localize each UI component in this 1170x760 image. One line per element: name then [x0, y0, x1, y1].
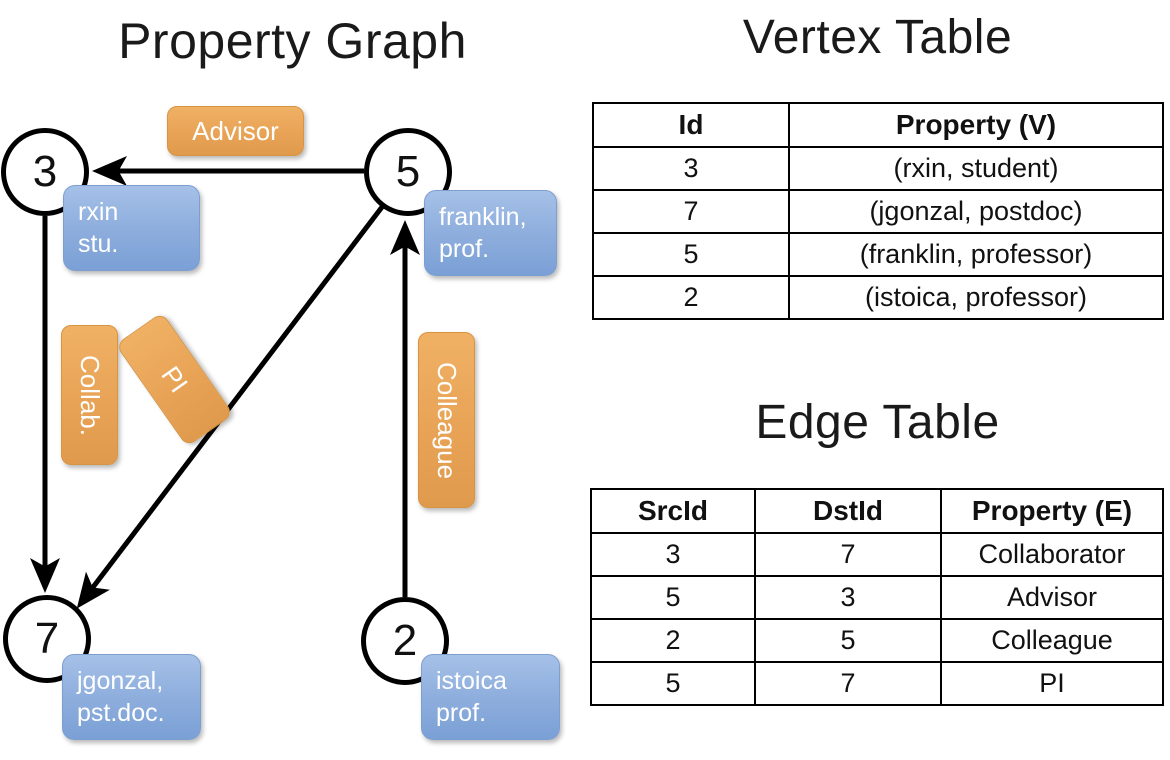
- table-row[interactable]: 7 (jgonzal, postdoc): [592, 189, 1164, 234]
- table-row[interactable]: 5 (franklin, professor): [592, 232, 1164, 277]
- edge-label-pi-text: PI: [155, 360, 195, 398]
- page-title-property-graph: Property Graph: [118, 13, 467, 69]
- edge-label-colleague-text: Colleague: [432, 361, 462, 479]
- edge-table-header-srcid: SrcId: [590, 488, 756, 534]
- edge-cell-dst: 7: [754, 661, 942, 706]
- table-row[interactable]: 5 7 PI: [590, 661, 1164, 706]
- vertex-property-box-franklin[interactable]: franklin, prof.: [424, 190, 557, 276]
- vertex-table-header-property: Property (V): [788, 102, 1164, 148]
- edge-cell-property: Colleague: [940, 618, 1164, 663]
- edge-cell-src: 2: [590, 618, 756, 663]
- table-row[interactable]: 2 5 Colleague: [590, 618, 1164, 663]
- graph-node-3-label: 3: [32, 147, 58, 196]
- vertex-property-line-1: istoica: [436, 667, 507, 695]
- edge-cell-property: Collaborator: [940, 532, 1164, 577]
- edge-table: SrcId DstId Property (E) 3 7 Collaborato…: [590, 488, 1164, 706]
- edge-cell-src: 5: [590, 575, 756, 620]
- edge-label-advisor-text: Advisor: [192, 115, 279, 146]
- vertex-table-header-row: Id Property (V): [592, 102, 1164, 148]
- edge-label-colleague[interactable]: Colleague: [418, 332, 475, 508]
- vertex-cell-property: (jgonzal, postdoc): [788, 189, 1164, 234]
- table-row[interactable]: 2 (istoica, professor): [592, 275, 1164, 320]
- page-title-edge-table: Edge Table: [755, 396, 1000, 449]
- graph-edge-arrows: [30, 156, 420, 609]
- property-graph-diagram: 3 5 7 2 rxin stu. franklin, prof. jgonza…: [1, 106, 560, 740]
- vertex-property-box-rxin[interactable]: rxin stu.: [63, 185, 200, 271]
- edge-cell-property: PI: [940, 661, 1164, 706]
- edge-table-header-row: SrcId DstId Property (E): [590, 488, 1164, 534]
- vertex-property-box-jgonzal[interactable]: jgonzal, pst.doc.: [62, 654, 201, 740]
- edge-cell-src: 5: [590, 661, 756, 706]
- vertex-cell-id: 2: [592, 275, 790, 320]
- table-row[interactable]: 5 3 Advisor: [590, 575, 1164, 620]
- graph-node-5-label: 5: [395, 147, 421, 196]
- edge-label-collab-text: Collab.: [75, 354, 105, 436]
- edge-label-collab[interactable]: Collab.: [61, 325, 118, 465]
- vertex-table: Id Property (V) 3 (rxin, student) 7 (jgo…: [592, 102, 1164, 320]
- graph-node-7-label: 7: [34, 614, 60, 663]
- vertex-property-line-1: franklin,: [439, 203, 527, 231]
- vertex-cell-property: (rxin, student): [788, 146, 1164, 191]
- edge-label-advisor[interactable]: Advisor: [167, 106, 304, 156]
- vertex-cell-property: (franklin, professor): [788, 232, 1164, 277]
- vertex-property-line-2: prof.: [436, 699, 487, 727]
- arrow-5-to-7: [76, 205, 384, 609]
- vertex-cell-id: 7: [592, 189, 790, 234]
- vertex-cell-property: (istoica, professor): [788, 275, 1164, 320]
- edge-cell-dst: 5: [754, 618, 942, 663]
- graph-node-2-label: 2: [392, 616, 418, 665]
- table-row[interactable]: 3 7 Collaborator: [590, 532, 1164, 577]
- vertex-cell-id: 5: [592, 232, 790, 277]
- table-row[interactable]: 3 (rxin, student): [592, 146, 1164, 191]
- vertex-property-box-istoica[interactable]: istoica prof.: [421, 654, 560, 740]
- edge-cell-dst: 7: [754, 532, 942, 577]
- edge-table-header-property: Property (E): [940, 488, 1164, 534]
- vertex-cell-id: 3: [592, 146, 790, 191]
- graph-node-5[interactable]: 5: [364, 128, 452, 216]
- edge-cell-dst: 3: [754, 575, 942, 620]
- vertex-property-line-2: prof.: [439, 235, 490, 263]
- edge-cell-property: Advisor: [940, 575, 1164, 620]
- edge-cell-src: 3: [590, 532, 756, 577]
- vertex-table-header-id: Id: [592, 102, 790, 148]
- edge-table-header-dstid: DstId: [754, 488, 942, 534]
- vertex-property-line-2: stu.: [78, 230, 119, 258]
- vertex-property-line-2: pst.doc.: [77, 699, 165, 727]
- page-title-vertex-table: Vertex Table: [742, 11, 1013, 64]
- vertex-property-line-1: jgonzal,: [77, 667, 164, 695]
- graph-node-2[interactable]: 2: [361, 597, 449, 685]
- vertex-property-line-1: rxin: [78, 198, 119, 226]
